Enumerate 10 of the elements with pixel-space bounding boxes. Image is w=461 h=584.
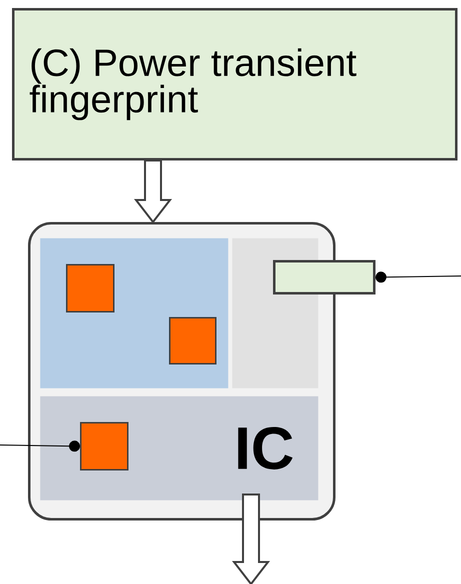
- block-square: [66, 264, 114, 312]
- block-square: [169, 317, 216, 364]
- block-square: [80, 422, 128, 470]
- connection-line: [376, 272, 461, 283]
- region: IC: [40, 396, 318, 500]
- title-box: (C) Power transient fingerprint: [12, 8, 458, 160]
- block-arrow: [134, 160, 172, 224]
- connection-line: [0, 440, 80, 452]
- pin-connector: [273, 260, 376, 294]
- block-arrow: [232, 494, 270, 584]
